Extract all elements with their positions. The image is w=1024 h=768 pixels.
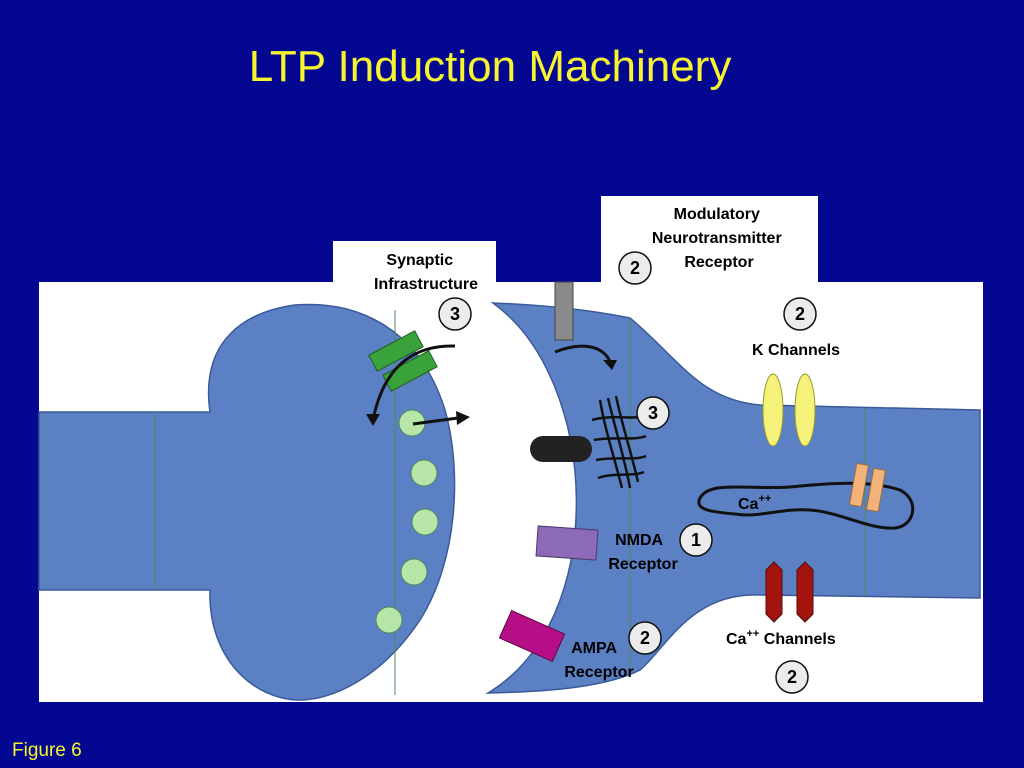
presynaptic-terminal bbox=[38, 303, 456, 701]
svg-text:2: 2 bbox=[787, 667, 797, 687]
nmda-receptor bbox=[535, 525, 599, 561]
badge-ca-channels: 2 bbox=[775, 660, 809, 694]
svg-text:2: 2 bbox=[640, 628, 650, 648]
svg-text:3: 3 bbox=[450, 304, 460, 324]
k-channel bbox=[794, 373, 816, 447]
slide-title: LTP Induction Machinery bbox=[248, 42, 732, 91]
membrane-protein bbox=[530, 436, 592, 462]
arrowhead-icon bbox=[366, 414, 380, 426]
curved-arrow-icon bbox=[371, 344, 456, 421]
ca-channel bbox=[796, 561, 814, 623]
svg-text:2: 2 bbox=[630, 258, 640, 278]
synaptic-vesicle bbox=[410, 459, 438, 487]
ca-store bbox=[697, 481, 915, 530]
svg-text:1: 1 bbox=[691, 530, 701, 550]
arrowhead-icon bbox=[603, 360, 617, 370]
synaptic-label: Synaptic Infrastructure bbox=[374, 252, 478, 293]
nmda-label: NMDA Receptor bbox=[608, 532, 677, 573]
k-channels-label: K Channels bbox=[752, 342, 840, 359]
curved-arrow-icon bbox=[554, 344, 612, 363]
ca-channel bbox=[765, 561, 783, 623]
modulatory-label: Modulatory Neurotransmitter Receptor bbox=[652, 206, 786, 271]
ampa-receptor bbox=[498, 609, 566, 663]
synaptic-label-box bbox=[333, 241, 496, 291]
badge-nmda: 1 bbox=[679, 523, 713, 557]
badge-cytoskeleton: 3 bbox=[636, 396, 670, 430]
synaptic-vesicle bbox=[411, 508, 439, 536]
svg-text:3: 3 bbox=[648, 403, 658, 423]
ca-channels-label: Ca++ Channels bbox=[726, 628, 836, 648]
figure-label: Figure 6 bbox=[12, 740, 82, 761]
badge-synaptic: 3 bbox=[438, 297, 472, 331]
svg-text:2: 2 bbox=[795, 304, 805, 324]
ca-store-channel bbox=[848, 462, 887, 513]
release-arrow-icon bbox=[412, 416, 459, 426]
badge-ampa: 2 bbox=[628, 621, 662, 655]
k-channel bbox=[762, 373, 784, 447]
modulatory-receptor bbox=[554, 281, 574, 341]
arrowhead-icon bbox=[456, 411, 470, 425]
synaptic-vesicle bbox=[400, 558, 428, 586]
synaptic-vesicle bbox=[375, 606, 403, 634]
badge-modulatory: 2 bbox=[618, 251, 652, 285]
ca-store-label: Ca++ bbox=[738, 493, 771, 513]
badge-k-channels: 2 bbox=[783, 297, 817, 331]
ampa-label: AMPA Receptor bbox=[564, 640, 633, 681]
